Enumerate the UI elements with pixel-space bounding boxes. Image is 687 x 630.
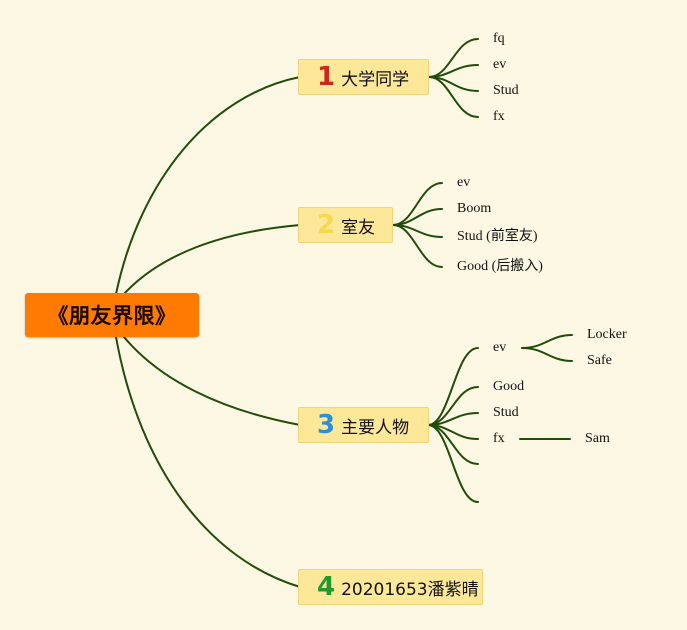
leaf-t3-ev[interactable]: ev [493,340,507,355]
number-2-icon: 2 [317,210,336,240]
topic-4[interactable]: 4 20201653潘紫晴 [298,569,483,605]
topic-1-label: 大学同学 [341,69,410,90]
link-t3-empty-2 [427,424,479,503]
leaf-t2-boom[interactable]: Boom [457,201,492,216]
leaf-ev-locker[interactable]: Locker [587,327,627,342]
link-root-topic-2 [123,224,301,295]
topic-1[interactable]: 1 大学同学 [298,59,429,95]
leaf-t1-fq[interactable]: fq [493,31,505,46]
number-3-icon: 3 [317,410,336,440]
leaf-t3-good[interactable]: Good [493,379,525,394]
leaf-t1-stud[interactable]: Stud [493,83,519,98]
topic-2[interactable]: 2 室友 [298,207,393,243]
leaf-t2-stud[interactable]: Stud (前室友) [457,229,538,244]
link-t1-fx [428,76,479,118]
root-topic[interactable]: 《朋友界限》 [25,293,199,337]
link-root-topic-4 [115,336,301,588]
number-4-icon: 4 [317,572,336,602]
topic-4-label: 20201653潘紫晴 [341,579,479,600]
link-t3-ev [427,347,479,426]
leaf-t1-fx[interactable]: fx [493,109,505,124]
link-ev-locker [521,334,573,349]
link-root-topic-1 [115,76,301,295]
leaf-t3-stud[interactable]: Stud [493,405,519,420]
leaf-fx-sam[interactable]: Sam [585,431,610,446]
link-root-topic-3 [123,336,301,426]
link-t3-empty-1 [427,424,479,465]
leaf-t2-good[interactable]: Good (后搬入) [457,259,543,274]
leaf-ev-safe[interactable]: Safe [587,353,612,368]
link-ev-safe [521,347,573,362]
number-1-icon: 1 [317,62,336,92]
leaf-t2-ev[interactable]: ev [457,175,471,190]
leaf-t1-ev[interactable]: ev [493,57,507,72]
link-t2-good [392,224,443,268]
link-t2-ev [392,182,443,226]
leaf-t3-fx[interactable]: fx [493,431,505,446]
topic-3-label: 主要人物 [341,417,410,438]
topic-2-label: 室友 [341,217,376,238]
topic-3[interactable]: 3 主要人物 [298,407,429,443]
